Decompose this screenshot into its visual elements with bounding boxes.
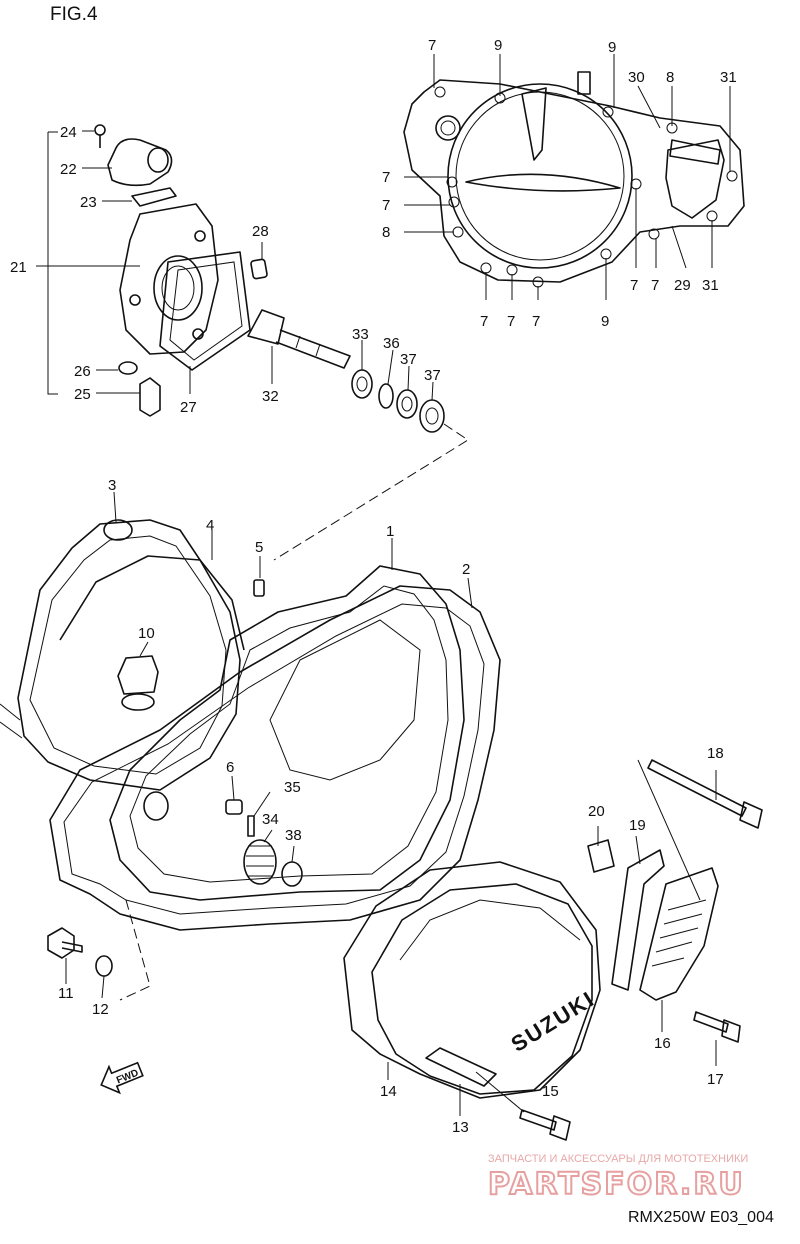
callout-27: 27 <box>180 399 197 416</box>
callout-24: 24 <box>60 124 77 141</box>
callout-7e: 7 <box>507 313 515 330</box>
callout-31a: 31 <box>720 69 737 86</box>
water-pump-cover <box>119 203 219 355</box>
bolt-24 <box>94 124 106 148</box>
callout-26: 26 <box>74 363 91 380</box>
pump-drive-gear <box>243 839 277 885</box>
callout-22: 22 <box>60 161 77 178</box>
magneto-cover <box>371 883 593 1095</box>
callout-6: 6 <box>226 759 234 776</box>
callout-4: 4 <box>206 517 214 534</box>
callout-7c: 7 <box>382 197 390 214</box>
pump-cover-gasket <box>159 251 251 371</box>
callout-16: 16 <box>654 1035 671 1052</box>
callout-9b: 9 <box>608 39 616 56</box>
impeller <box>247 309 285 345</box>
callout-3: 3 <box>108 477 116 494</box>
callout-labels: 1 2 3 4 5 6 7 7 7 7 7 7 7 7 7 7 8 8 9 9 … <box>10 37 737 1136</box>
callout-7d: 7 <box>480 313 488 330</box>
watermark-subtitle: ЗАПЧАСТИ И АКСЕССУАРЫ ДЛЯ МОТОТЕХНИКИ <box>488 1153 748 1165</box>
callout-21: 21 <box>10 259 27 276</box>
callout-7h: 7 <box>651 277 659 294</box>
clutch-cover-group <box>403 54 745 300</box>
watermark: ЗАПЧАСТИ И АКСЕССУАРЫ ДЛЯ МОТОТЕХНИКИ PA… <box>487 1153 748 1203</box>
callout-7b: 7 <box>382 169 390 186</box>
callout-25: 25 <box>74 386 91 403</box>
callout-20: 20 <box>588 803 605 820</box>
callout-30: 30 <box>628 69 645 86</box>
crankcase-cover <box>109 565 465 901</box>
callout-15: 15 <box>542 1083 559 1100</box>
callout-1: 1 <box>386 523 394 540</box>
callout-14: 14 <box>380 1083 397 1100</box>
callout-19: 19 <box>629 817 646 834</box>
callout-31b: 31 <box>702 277 719 294</box>
callout-23: 23 <box>80 194 97 211</box>
callout-18: 18 <box>707 745 724 762</box>
callout-9c: 9 <box>601 313 609 330</box>
callout-5: 5 <box>255 539 263 556</box>
callout-36: 36 <box>383 335 400 352</box>
callout-35: 35 <box>284 779 301 796</box>
callout-29: 29 <box>674 277 691 294</box>
fasteners-11-12 <box>47 927 113 999</box>
crankcase-left <box>17 519 241 791</box>
callout-37a: 37 <box>400 351 417 368</box>
callout-9a: 9 <box>494 37 502 54</box>
callout-7a: 7 <box>428 37 436 54</box>
watermark-brand: PARTSFOR.RU <box>488 1167 745 1202</box>
oil-cap <box>117 655 159 695</box>
bracket-19 <box>611 849 665 991</box>
guard-16 <box>639 867 719 1001</box>
main-assembly <box>0 491 501 1001</box>
callout-12: 12 <box>92 1001 109 1018</box>
fwd-arrow-icon: FWD <box>100 1061 144 1095</box>
callout-32: 32 <box>262 388 279 405</box>
callout-13: 13 <box>452 1119 469 1136</box>
water-pump-group <box>36 124 469 561</box>
cover-gasket <box>49 585 501 931</box>
callout-33: 33 <box>352 326 369 343</box>
callout-10: 10 <box>138 625 155 642</box>
suzuki-logo-text: SUZUKI <box>507 986 600 1057</box>
callout-37b: 37 <box>424 367 441 384</box>
figure-title: FIG.4 <box>50 4 98 25</box>
callout-28: 28 <box>252 223 269 240</box>
callout-38: 38 <box>285 827 302 844</box>
callout-7g: 7 <box>630 277 638 294</box>
callout-8b: 8 <box>666 69 674 86</box>
gasket-14 <box>343 861 601 1099</box>
water-outlet-pipe <box>107 138 173 187</box>
callout-8a: 8 <box>382 224 390 241</box>
callout-2: 2 <box>462 561 470 578</box>
callout-34: 34 <box>262 811 279 828</box>
callout-11: 11 <box>58 985 74 1002</box>
side-parts-group <box>587 759 763 1066</box>
drawing-code: RMX250W E03_004 <box>628 1209 774 1226</box>
clutch-cover <box>403 79 745 283</box>
callout-17: 17 <box>707 1071 724 1088</box>
callout-7f: 7 <box>532 313 540 330</box>
